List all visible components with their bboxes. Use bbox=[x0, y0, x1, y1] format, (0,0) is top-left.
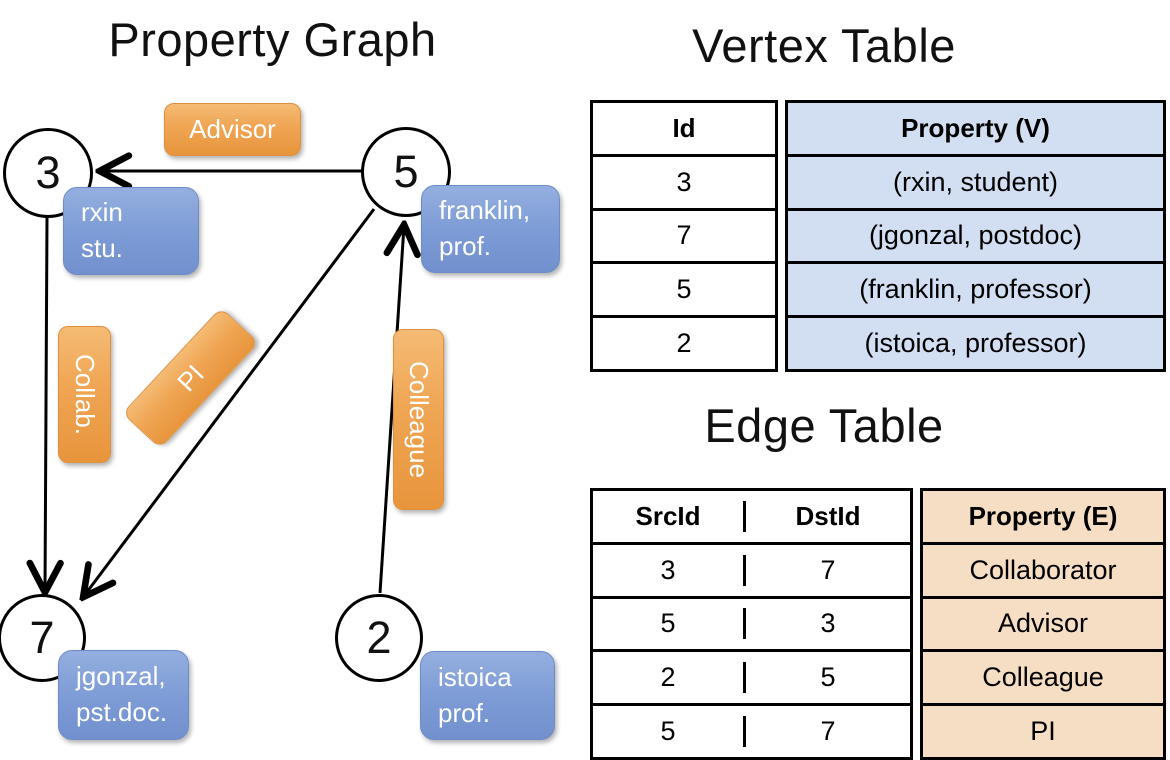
vertex-property-box-rxin: rxin stu. bbox=[63, 187, 199, 275]
vertex-property-line: rxin bbox=[81, 197, 123, 228]
edge-label-colleague: Colleague bbox=[393, 329, 444, 510]
edge-label-text: PI bbox=[170, 358, 210, 397]
vertex-property-line: prof. bbox=[438, 697, 491, 728]
node-id: 3 bbox=[35, 147, 61, 198]
table-cell: 5 bbox=[593, 261, 775, 315]
node-id: 7 bbox=[29, 612, 55, 663]
table-cell: Colleague bbox=[923, 649, 1163, 703]
edge-table-property-column: Property (E) Collaborator Advisor Collea… bbox=[920, 488, 1166, 760]
vertex-property-box-jgonzal: jgonzal, pst.doc. bbox=[58, 650, 189, 740]
edge-pi-5-7 bbox=[84, 208, 376, 596]
table-row: 2 5 bbox=[593, 649, 910, 703]
edge-table-id-columns: SrcId DstId 3 7 5 3 2 5 5 7 bbox=[590, 488, 913, 760]
vertex-table-header-id: Id bbox=[672, 112, 696, 143]
vertex-property-line: prof. bbox=[439, 231, 492, 261]
vertex-table-id-column: Id 3 7 5 2 bbox=[590, 100, 778, 372]
table-cell: 5 bbox=[743, 662, 910, 694]
edge-label-text: Colleague bbox=[404, 360, 434, 479]
edge-label-text: Advisor bbox=[189, 114, 276, 144]
edge-table-header-dstid: DstId bbox=[743, 500, 910, 532]
table-cell: 2 bbox=[660, 662, 676, 693]
table-cell: Advisor bbox=[923, 595, 1163, 650]
table-cell: 5 bbox=[660, 608, 676, 639]
table-row: 5 3 bbox=[593, 595, 910, 650]
edge-collab-3-7 bbox=[45, 217, 47, 591]
vertex-property-line: franklin, bbox=[439, 195, 531, 226]
vertex-property-line: stu. bbox=[81, 233, 123, 263]
vertex-property-line: jgonzal, bbox=[76, 661, 166, 692]
edge-table-header-row: SrcId DstId bbox=[593, 491, 910, 542]
vertex-property-box-istoica: istoica prof. bbox=[420, 651, 555, 740]
edge-label-text: Collab. bbox=[70, 354, 100, 435]
edge-table-header-property: Property (E) bbox=[968, 500, 1118, 531]
table-cell: 7 bbox=[743, 716, 910, 748]
table-cell: (rxin, student) bbox=[788, 153, 1163, 208]
vertex-table-header-property: Property (V) bbox=[901, 112, 1050, 143]
table-cell: 7 bbox=[743, 554, 910, 586]
table-cell: 3 bbox=[660, 554, 676, 585]
table-cell: Collaborator bbox=[923, 541, 1163, 596]
table-cell: 7 bbox=[593, 207, 775, 262]
table-cell: (istoica, professor) bbox=[788, 315, 1163, 369]
graph-node-3: 3 bbox=[3, 128, 93, 218]
edge-table-title: Edge Table bbox=[704, 399, 944, 452]
vertex-table-title: Vertex Table bbox=[692, 19, 956, 72]
vertex-property-line: pst.doc. bbox=[76, 697, 168, 727]
vertex-table-property-column: Property (V) (rxin, student) (jgonzal, p… bbox=[785, 100, 1166, 372]
table-cell: 3 bbox=[743, 608, 910, 640]
table-row: 3 7 bbox=[593, 541, 910, 596]
node-id: 2 bbox=[366, 612, 392, 663]
table-cell: 3 bbox=[593, 153, 775, 208]
vertex-property-line: istoica bbox=[438, 661, 512, 692]
property-graph-title: Property Graph bbox=[108, 13, 437, 66]
edge-table-header-srcid: SrcId bbox=[635, 500, 701, 531]
edge-label-advisor: Advisor bbox=[164, 103, 301, 156]
table-cell: (franklin, professor) bbox=[788, 261, 1163, 315]
node-id: 5 bbox=[393, 146, 419, 197]
edge-label-collab: Collab. bbox=[58, 326, 111, 463]
table-cell: PI bbox=[923, 703, 1163, 757]
table-cell: 2 bbox=[593, 315, 775, 369]
vertex-property-box-franklin: franklin, prof. bbox=[421, 185, 560, 273]
table-row: 5 7 bbox=[593, 703, 910, 757]
graph-node-2: 2 bbox=[335, 594, 423, 682]
edge-colleague-2-5 bbox=[378, 226, 404, 594]
table-cell: (jgonzal, postdoc) bbox=[788, 207, 1163, 262]
table-cell: 5 bbox=[660, 716, 676, 747]
